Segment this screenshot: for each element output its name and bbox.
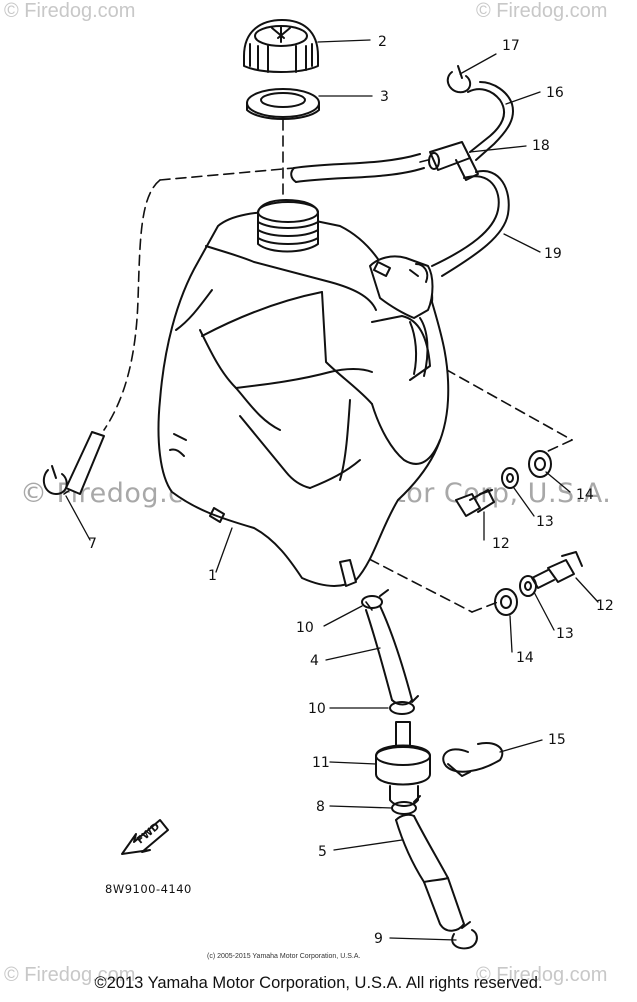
fuel-cap-part — [243, 19, 319, 73]
callout-2: 2 — [378, 34, 387, 50]
watermark-bottom-right: © Firedog.com — [476, 964, 608, 986]
watermark-top-right: © Firedog.com — [476, 0, 608, 22]
callout-13-lower: 13 — [556, 626, 574, 642]
callout-16: 16 — [546, 85, 564, 101]
clip-part-7 — [42, 465, 68, 495]
callout-7: 7 — [88, 536, 97, 552]
breather-tube-left — [290, 153, 425, 183]
callout-14-lower: 14 — [516, 650, 534, 666]
callout-18: 18 — [532, 138, 550, 154]
washer-13-lower — [519, 575, 537, 597]
callout-15: 15 — [548, 732, 566, 748]
fwd-arrow-icon — [121, 819, 169, 855]
bolt-12-lower — [531, 551, 583, 589]
clip-10-upper — [361, 589, 389, 609]
grommet-14-lower — [494, 588, 518, 616]
callout-5: 5 — [318, 844, 327, 860]
callout-8: 8 — [316, 799, 325, 815]
callout-12-upper: 12 — [492, 536, 510, 552]
footer-copyright: ©2013 Yamaha Motor Corporation, U.S.A. A… — [94, 974, 543, 992]
callout-leader-lines — [65, 39, 599, 941]
grommet-14-upper — [528, 450, 552, 478]
short-hose-7 — [65, 431, 105, 495]
callout-12-lower: 12 — [596, 598, 614, 614]
tee-joint-18 — [428, 141, 479, 181]
clip-part-17 — [446, 65, 472, 94]
breather-hose-16 — [467, 81, 514, 161]
callout-19: 19 — [544, 246, 562, 262]
callout-10-lower: 10 — [308, 701, 326, 717]
callout-1: 1 — [208, 568, 217, 584]
callout-13-upper: 13 — [536, 514, 554, 530]
clip-10-lower — [389, 695, 419, 715]
callout-labels: 2 3 17 16 18 19 14 13 12 7 1 12 13 14 10… — [88, 34, 614, 947]
fuel-tank-body — [157, 199, 450, 587]
fuel-filter-11 — [375, 721, 431, 807]
breather-hose-19 — [431, 170, 510, 277]
callout-17: 17 — [502, 38, 520, 54]
cap-gasket-part — [246, 88, 320, 120]
callout-10-upper: 10 — [296, 620, 314, 636]
callout-14-upper: 14 — [576, 487, 594, 503]
small-copyright: (c) 2005-2015 Yamaha Motor Corporation, … — [207, 953, 361, 960]
callout-9: 9 — [374, 931, 383, 947]
washer-13-upper — [501, 467, 519, 489]
bolt-12-upper — [455, 489, 495, 517]
callout-3: 3 — [380, 89, 389, 105]
clip-9 — [451, 921, 478, 950]
clamp-15 — [442, 742, 504, 777]
diagram-code: 8W9100-4140 — [105, 882, 192, 896]
fuel-hose-5 — [395, 813, 465, 932]
watermark-top-left: © Firedog.com — [4, 0, 136, 22]
fuel-hose-4 — [365, 605, 413, 706]
callout-4: 4 — [310, 653, 319, 669]
callout-11: 11 — [312, 755, 330, 771]
watermark-bottom-left: © Firedog.com — [4, 964, 136, 986]
